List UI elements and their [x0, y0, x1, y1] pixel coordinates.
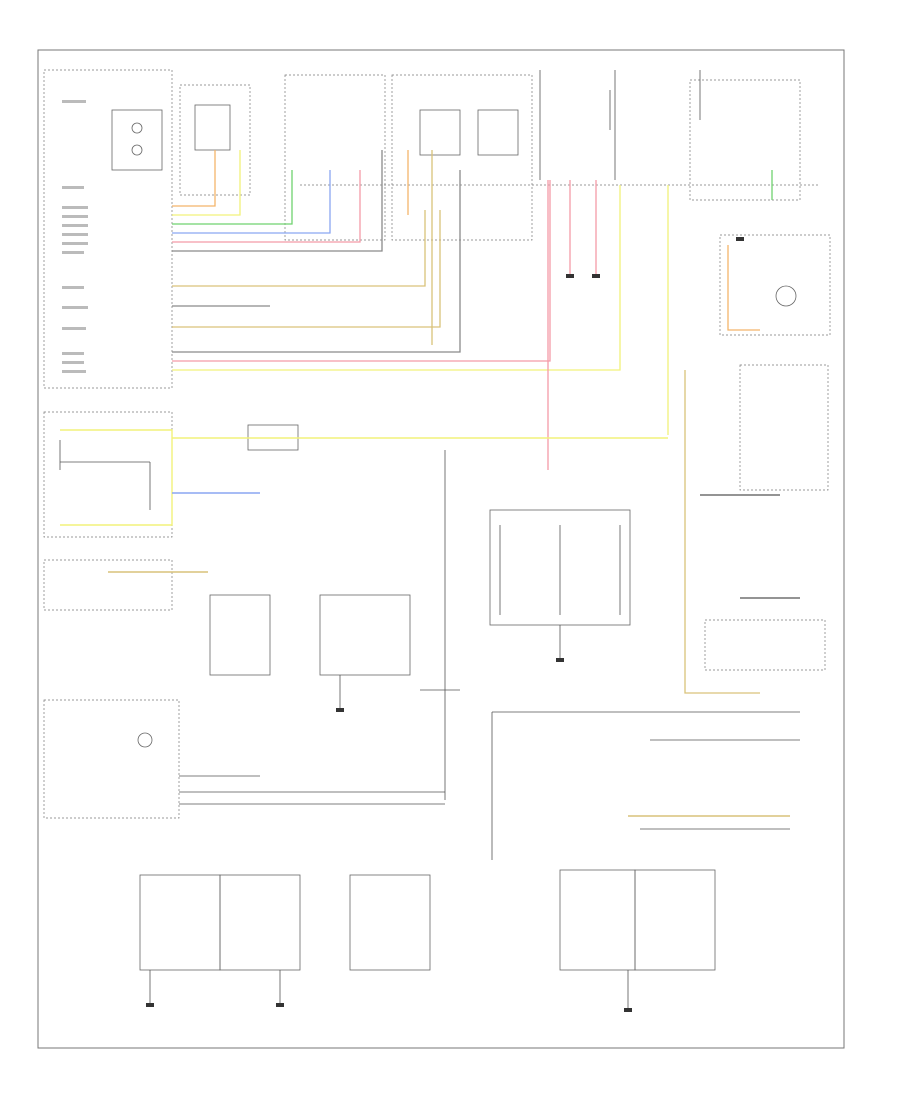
fuse-block-box [689, 79, 801, 201]
bcm-relay-coil [131, 122, 143, 134]
cluster-gauge-2 [477, 109, 519, 156]
door-switch-wires [59, 440, 151, 510]
instrument-cluster-box [391, 74, 533, 241]
headlamp-switch-box [179, 84, 251, 196]
headlamp-switch [194, 104, 231, 151]
top-colored-drops [407, 150, 773, 470]
cluster-gauge-1 [419, 109, 461, 156]
bcm-pin-labels [62, 100, 88, 373]
ignition-switch-box [284, 74, 386, 241]
bcm-relay-coil-2 [131, 144, 143, 156]
yellow-harness [60, 429, 668, 526]
bottom-right-switches [559, 869, 716, 1012]
traction-wires [179, 775, 445, 805]
lamp-module-box [719, 234, 831, 336]
traction-lamp [137, 732, 153, 748]
right-mid-wires [684, 370, 800, 694]
top-feed-wires [539, 70, 701, 180]
body-control-module-box [43, 69, 173, 389]
door-switch-box [43, 411, 173, 538]
bottom-left-switches [139, 874, 431, 1007]
traction-module-box [43, 699, 180, 819]
fuse-module-box [704, 619, 826, 671]
top-ground-symbols [566, 237, 744, 278]
center-lamp-cluster [489, 509, 631, 662]
ignition-feed-box [43, 559, 173, 611]
diagram-frame [37, 49, 845, 1049]
bcm-colored-wires [172, 150, 621, 371]
indicator-lamp [775, 285, 797, 307]
bcm-connector [111, 109, 163, 171]
seat-switch-group [209, 594, 411, 712]
ambient-sensor-box [739, 364, 829, 491]
mid-link-wires [420, 450, 800, 860]
